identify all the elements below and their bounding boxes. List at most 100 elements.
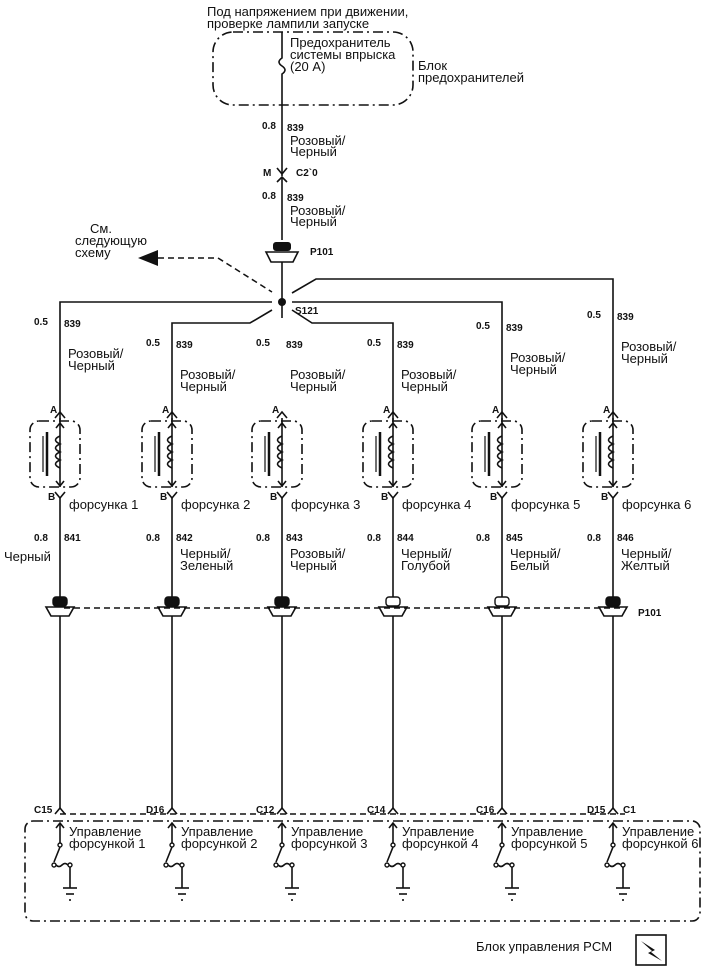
injector-4-in-color-line1: Розовый/ [401, 367, 457, 382]
injector-4-coil-icon [387, 435, 395, 469]
injector-5-coil-icon [496, 435, 504, 469]
injector-3-pcm-pin: C12 [256, 805, 275, 816]
injector-3-switch-contact-right [289, 862, 295, 868]
pcm-extra-pin-label: C1 [623, 805, 636, 816]
injector-6-in-color-line2: Черный [621, 351, 668, 366]
injector-3-arrow-up-icon [277, 421, 287, 429]
injector-4-passthrough-p101-base-icon [377, 606, 409, 617]
injector-4-in-color-line2: Черный [401, 379, 448, 394]
passthrough-p101-lower-label: P101 [638, 608, 662, 619]
injector-3-passthrough-p101-base-icon [266, 606, 298, 617]
injector-6-in-circuit: 839 [617, 312, 634, 323]
injector-5-in-color-line2: Черный [510, 362, 557, 377]
feed-color-line1: Розовый/ [290, 133, 346, 148]
injector-2-pin-b-connector-icon [166, 491, 178, 500]
injector-2-in-color-line2: Черный [180, 379, 227, 394]
feed-circuit-2: 839 [287, 193, 304, 204]
injector-5-arrow-up-icon [497, 421, 507, 429]
injector-3-control-line2: форсункой 3 [291, 836, 368, 851]
injector-4-arrow-up-icon [388, 421, 398, 429]
injector-1-out-circuit: 841 [64, 533, 81, 544]
injector-6-in-gauge: 0.5 [587, 310, 601, 321]
injector-1-pin-b: B [48, 492, 55, 503]
next-scheme-line1: См. [90, 221, 112, 236]
feed-color-line2: Черный [290, 144, 337, 159]
injector-4-pin-a: A [383, 405, 390, 416]
injector-5-out-circuit: 845 [506, 533, 523, 544]
injector-3-switch-contact-left [273, 862, 279, 868]
injector-6-pin-b-connector-icon [607, 491, 619, 500]
injector-1-out-color-line1: Черный [4, 549, 51, 564]
injector-4-arrow-down-icon [388, 480, 398, 488]
injector-4-switch-contact-right [400, 862, 406, 868]
injector-1-pin-b-connector-icon [54, 491, 66, 500]
injector-3-in-color-line1: Розовый/ [290, 367, 346, 382]
injector-1-switch-contact-top [57, 842, 63, 848]
injector-6-switch-link [608, 862, 622, 868]
injector-3-in-gauge: 0.5 [256, 338, 270, 349]
injector-4-control-line2: форсункой 4 [402, 836, 479, 851]
injector-6-passthrough-p101-base-icon [597, 606, 629, 617]
injector-6-out-gauge: 0.8 [587, 533, 601, 544]
injector-5-switch-contact-right [509, 862, 515, 868]
injector-6-arrow-down-icon [608, 480, 618, 488]
injector-5-pin-a-connector-icon [496, 410, 508, 419]
fuse-label-line3: (20 А) [290, 59, 325, 74]
injector-3-pin-a-connector-icon [276, 410, 288, 419]
injector-5-in-gauge: 0.5 [476, 321, 490, 332]
injector-4-out-circuit: 844 [397, 533, 414, 544]
injector-2-out-gauge: 0.8 [146, 533, 160, 544]
injector-6-switch-contact-left [604, 862, 610, 868]
passthrough-p101-upper-icon [264, 242, 300, 263]
injector-3-pin-b-connector-icon [276, 491, 288, 500]
injector-5-out-gauge: 0.8 [476, 533, 490, 544]
next-scheme-line2: следующую [75, 233, 147, 248]
injector-3-out-color-line1: Розовый/ [290, 546, 346, 561]
injector-5-in-circuit: 839 [506, 323, 523, 334]
injector-2-switch-link [167, 862, 181, 868]
feed-circuit: 839 [287, 123, 304, 134]
injector-6-pcm-connector-icon [607, 806, 619, 815]
injector-3-pin-a: A [272, 405, 279, 416]
injector-6-out-color-line2: Желтый [621, 558, 670, 573]
injector-3-out-gauge: 0.8 [256, 533, 270, 544]
injector-2-arrow-up-icon [167, 421, 177, 429]
splice-s121-dot [278, 298, 286, 306]
injector-2-switch-contact-right [179, 862, 185, 868]
injector-2-pin-b: B [160, 492, 167, 503]
injector-5-out-color-line1: Черный/ [510, 546, 561, 561]
injector-2-pin-a: A [162, 405, 169, 416]
injector-3-passthrough-p101-icon [274, 596, 290, 607]
connector-c200-female-icon [276, 167, 288, 176]
lightning-bolt-icon [635, 934, 667, 966]
next-scheme-arrow-icon[interactable] [138, 250, 158, 266]
injector-6-pin-a: A [603, 405, 610, 416]
injector-2-pcm-connector-icon [166, 806, 178, 815]
injector-1-in-gauge: 0.5 [34, 317, 48, 328]
injector-2-switch-contact-left [163, 862, 169, 868]
injector-6-arrow-up-icon [608, 421, 618, 429]
injector-1-body-outline [29, 420, 81, 488]
injector-1-switch-link [55, 862, 69, 868]
injector-6-switch-contact-right [620, 862, 626, 868]
injector-5-body-outline [471, 420, 523, 488]
injector-5-switch-link [497, 862, 511, 868]
injector-5-pin-a: A [492, 405, 499, 416]
injector-4-switch-contact-left [384, 862, 390, 868]
injector-2-arrow-down-icon [167, 480, 177, 488]
fuse-label-line1: Предохранитель [290, 35, 391, 50]
injector-2-out-color-line2: Зеленый [180, 558, 233, 573]
injector-2-passthrough-p101-icon [164, 596, 180, 607]
feed-gauge: 0.8 [262, 121, 276, 132]
injector-5-in-color-line1: Розовый/ [510, 350, 566, 365]
injector-1-control-line1: Управление [69, 824, 141, 839]
next-scheme-dashed-link [158, 257, 273, 293]
injector-1-switch-contact-right [67, 862, 73, 868]
branch-wire-1 [59, 301, 272, 420]
fuse-label-line2: системы впрыска [290, 47, 396, 62]
feed-color2-line2: Черный [290, 214, 337, 229]
branch-wire-2 [171, 309, 273, 420]
injector-6-in-color-line1: Розовый/ [621, 339, 677, 354]
injector-1-arrow-up-icon [55, 421, 65, 429]
injector-6-body-outline [582, 420, 634, 488]
